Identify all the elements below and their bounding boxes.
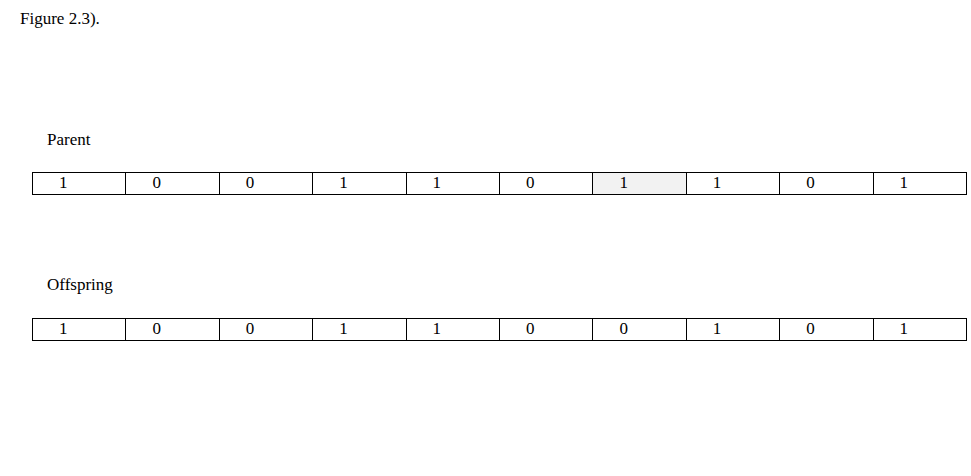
gene-cell: 0 [592, 318, 686, 341]
bit-value: 1 [59, 173, 68, 193]
bit-value: 1 [59, 319, 68, 339]
gene-cell: 1 [686, 318, 780, 341]
bit-value: 0 [152, 173, 161, 193]
gene-cell: 0 [219, 318, 313, 341]
bit-value: 0 [806, 319, 815, 339]
row-label: Offspring [47, 275, 113, 295]
gene-cell: 0 [125, 318, 219, 341]
gene-cell: 1 [686, 172, 780, 195]
bit-value: 1 [713, 319, 722, 339]
bit-value: 1 [339, 319, 348, 339]
bit-value: 1 [713, 173, 722, 193]
gene-cell: 0 [125, 172, 219, 195]
bit-value: 1 [433, 319, 442, 339]
gene-cell: 1 [312, 318, 406, 341]
bit-value: 0 [526, 319, 535, 339]
bit-value: 1 [619, 173, 628, 193]
gene-cell: 0 [499, 172, 593, 195]
gene-cell: 0 [219, 172, 313, 195]
gene-cell: 0 [779, 318, 873, 341]
bit-value: 0 [806, 173, 815, 193]
gene-cell: 1 [873, 172, 967, 195]
bit-value: 0 [246, 319, 255, 339]
gene-cell: 1 [873, 318, 967, 341]
row-label: Parent [47, 130, 90, 150]
bit-value: 1 [339, 173, 348, 193]
gene-cell: 1 [592, 172, 686, 195]
bit-value: 1 [433, 173, 442, 193]
bit-value: 0 [619, 319, 628, 339]
bit-value: 1 [900, 173, 909, 193]
gene-cell: 1 [32, 172, 126, 195]
bit-value: 1 [900, 319, 909, 339]
bit-value: 0 [152, 319, 161, 339]
gene-cell: 1 [32, 318, 126, 341]
gene-cell: 1 [406, 172, 500, 195]
gene-cell: 1 [312, 172, 406, 195]
gene-cell: 1 [406, 318, 500, 341]
figure-reference: Figure 2.3). [20, 9, 100, 29]
gene-cell: 0 [779, 172, 873, 195]
bit-value: 0 [246, 173, 255, 193]
bit-value: 0 [526, 173, 535, 193]
gene-cell: 0 [499, 318, 593, 341]
